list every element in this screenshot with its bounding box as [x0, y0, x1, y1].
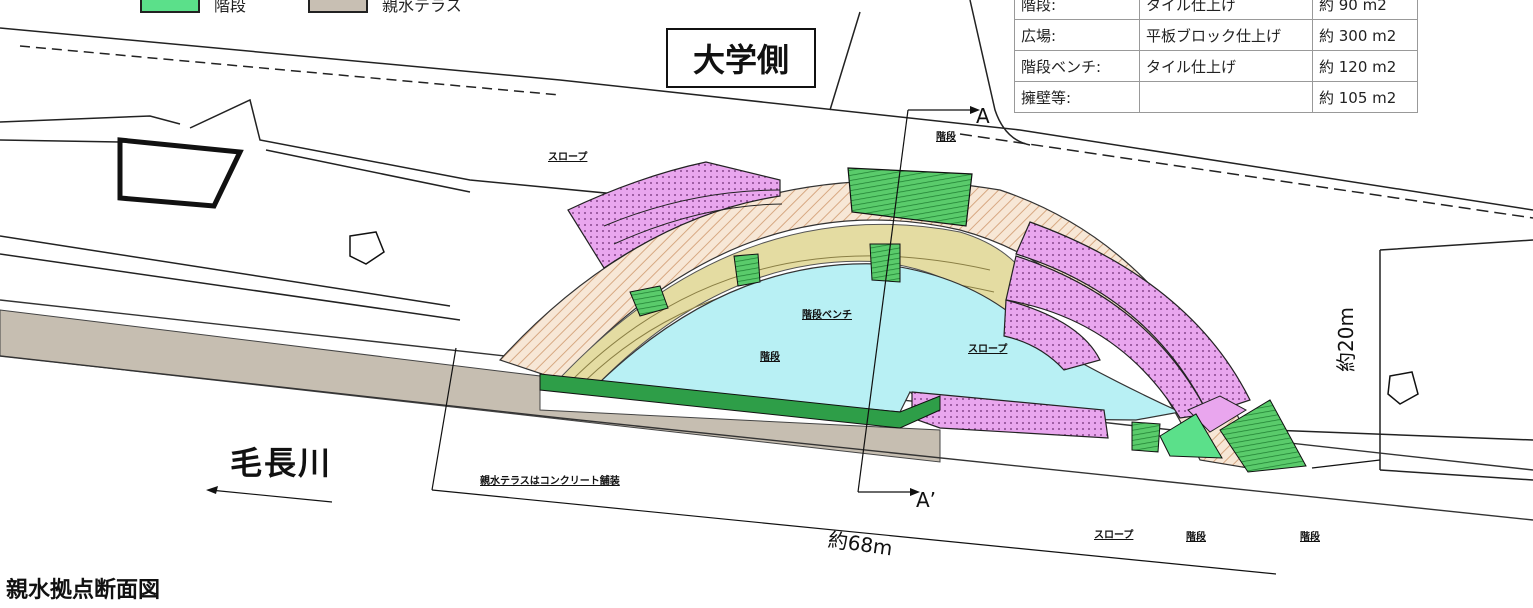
table-row: 擁壁等: 約 105 m2 — [1014, 81, 1418, 113]
table-cell: タイル仕上げ — [1139, 0, 1313, 20]
stair-blocks — [539, 167, 1307, 473]
label-slope-upper: スロープ — [548, 152, 588, 163]
planter-structure — [117, 137, 1419, 405]
table-cell: タイル仕上げ — [1139, 50, 1313, 82]
legend-label-terrace: 親水テラス — [382, 0, 462, 15]
label-slope-right: スロープ — [968, 344, 1008, 355]
table-cell: 平板ブロック仕上げ — [1139, 19, 1313, 51]
table-cell: 擁壁等: — [1014, 81, 1140, 113]
legend-swatch-terrace — [308, 0, 369, 13]
table-cell: 約 105 m2 — [1312, 81, 1418, 113]
label-stairs-center: 階段 — [760, 352, 780, 363]
river-name: 毛長川 — [230, 444, 333, 482]
label-stair-bench: 階段ベンチ — [802, 310, 852, 321]
label-stairs-bottom-2: 階段 — [1300, 532, 1320, 543]
dimension-lines — [209, 109, 1381, 575]
label-slope-bottom: スロープ — [1094, 530, 1134, 541]
table-cell: 広場: — [1014, 19, 1140, 51]
drawing-caption: 親水拠点断面図 — [6, 578, 161, 603]
finish-table: 階段: タイル仕上げ 約 90 m2 広場: 平板ブロック仕上げ 約 300 m… — [1014, 0, 1418, 113]
width-dimension: 約20m — [1334, 307, 1358, 372]
section-a-prime-label: A’ — [916, 488, 937, 512]
legend-swatch-stairs — [140, 0, 200, 13]
table-cell: 約 300 m2 — [1312, 19, 1418, 51]
table-cell: 階段: — [1014, 0, 1140, 20]
table-cell: 階段ベンチ: — [1014, 50, 1140, 82]
legend: 階段 親水テラス — [140, 0, 462, 16]
label-stairs-top: 階段 — [936, 132, 956, 143]
legend-label-stairs: 階段 — [214, 0, 247, 15]
table-cell: 約 90 m2 — [1312, 0, 1418, 20]
table-row: 階段ベンチ: タイル仕上げ 約 120 m2 — [1014, 50, 1418, 82]
slope-block-upper-left — [567, 161, 783, 269]
university-side-label: 大学側 — [666, 28, 816, 88]
table-row: 広場: 平板ブロック仕上げ 約 300 m2 — [1014, 19, 1418, 51]
table-row: 階段: タイル仕上げ 約 90 m2 — [1014, 0, 1418, 20]
label-stairs-bottom-1: 階段 — [1186, 532, 1206, 543]
section-a-label: A — [976, 104, 990, 128]
slope-block-right — [1003, 221, 1251, 433]
table-cell — [1139, 81, 1313, 113]
label-terrace-note: 親水テラスはコンクリート舗装 — [480, 476, 620, 487]
road-lines — [0, 0, 1533, 481]
central-plaza — [559, 263, 1182, 421]
table-cell: 約 120 m2 — [1312, 50, 1418, 82]
